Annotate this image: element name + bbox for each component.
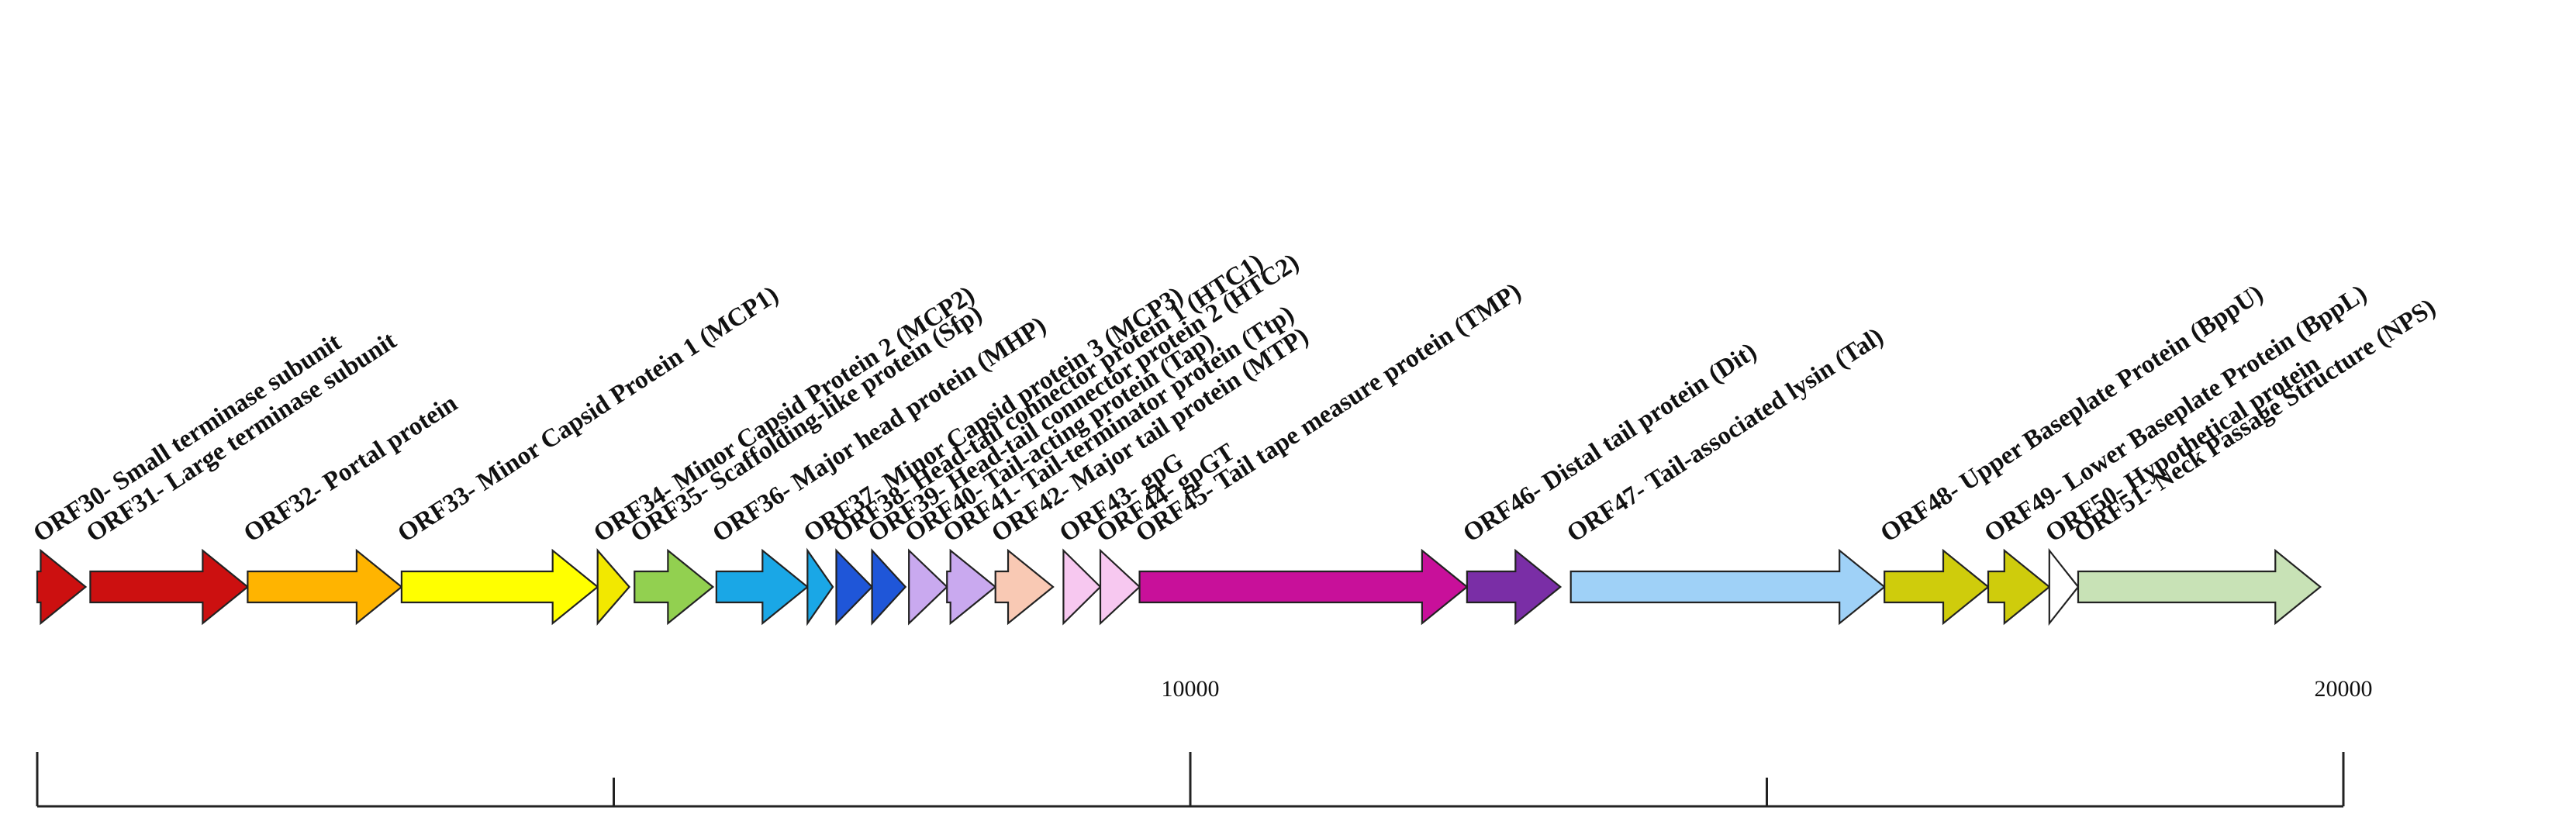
scale-label: 20000 bbox=[2315, 676, 2373, 702]
gene-label-49: ORF49- Lower Baseplate Protein (BppL) bbox=[1980, 280, 2372, 548]
gene-arrow-43 bbox=[1062, 548, 1102, 626]
scale-label: 10000 bbox=[1162, 676, 1220, 702]
gene-arrow-37 bbox=[806, 547, 834, 626]
gene-arrow-45 bbox=[1138, 548, 1469, 626]
gene-arrow-39 bbox=[871, 548, 907, 626]
gene-arrow-49 bbox=[1987, 548, 2051, 626]
gene-arrow-44 bbox=[1099, 548, 1141, 626]
gene-arrow-50 bbox=[2048, 547, 2080, 626]
gene-arrow-30 bbox=[36, 548, 88, 626]
scale-bar: 10000 20000 bbox=[36, 676, 2373, 808]
gene-arrow-47 bbox=[1569, 548, 1886, 626]
gene-arrow-33 bbox=[400, 548, 599, 626]
gene-arrow-40 bbox=[908, 548, 948, 626]
gene-label-31: ORF31- Large terminase subunit bbox=[81, 326, 401, 547]
gene-arrow-31 bbox=[89, 548, 250, 626]
gene-arrow-41 bbox=[946, 548, 997, 626]
gene-arrow-36 bbox=[715, 548, 810, 626]
gene-arrow-48 bbox=[1884, 548, 1990, 626]
gene-arrow-38 bbox=[835, 548, 874, 626]
gene-arrow-34 bbox=[596, 548, 631, 626]
gene-label-51: ORF51- Neck Passage Structure (NPS) bbox=[2070, 293, 2441, 547]
gene-arrow-35 bbox=[634, 548, 715, 626]
gene-arrow-42 bbox=[994, 548, 1055, 626]
gene-arrow-32 bbox=[247, 548, 403, 626]
gene-arrow-46 bbox=[1466, 548, 1563, 626]
gene-arrows bbox=[36, 547, 2322, 626]
gene-arrow-51 bbox=[2077, 548, 2322, 626]
